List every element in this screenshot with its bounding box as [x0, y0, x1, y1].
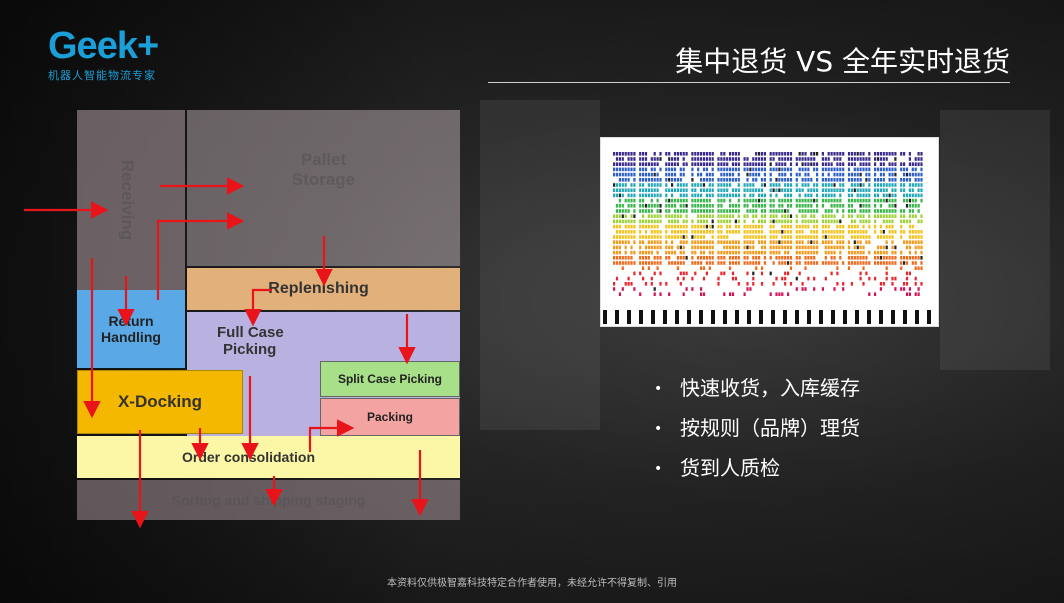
replenishing-label: Replenishing — [268, 280, 369, 297]
split-case-label: Split Case Picking — [337, 372, 443, 386]
background-rack — [480, 100, 600, 430]
bullet-text: 按规则（品牌）理货 — [680, 416, 860, 440]
logo-wordmark: Geek+ — [48, 25, 159, 67]
full-case-label-line2: Picking — [223, 341, 277, 358]
pallet-storage-label-line2: Storage — [291, 170, 356, 189]
bullet-dot-icon: • — [654, 461, 663, 477]
bullet-text: 货到人质检 — [680, 456, 780, 480]
x-docking-area: X-Docking — [77, 370, 243, 434]
bullet-item: • 按规则（品牌）理货 — [654, 414, 860, 454]
packing-label: Packing — [366, 410, 414, 424]
bullet-text: 快速收货，入库缓存 — [680, 376, 860, 400]
arrow-returns-to-storage — [156, 212, 245, 300]
footer-disclaimer: 本资料仅供极智嘉科技特定合作者使用，未经允许不得复制、引用 — [387, 578, 677, 589]
bullet-dot-icon: • — [654, 381, 663, 397]
warehouse-flow-diagram: Receiving Pallet Storage Return Handling… — [0, 0, 470, 540]
split-case-picking-area: Split Case Picking — [320, 361, 460, 397]
background-rack — [940, 110, 1050, 370]
bullet-list: • 快速收货，入库缓存 • 按规则（品牌）理货 • 货到人质检 — [654, 374, 860, 494]
arrow-replenishing-to-fullcase — [244, 288, 272, 327]
bullet-dot-icon: • — [654, 421, 663, 437]
full-case-label-line1: Full Case — [217, 324, 284, 341]
logo-subtitle: 机器人智能物流专家 — [48, 69, 156, 82]
return-handling-label-line2: Handling — [101, 329, 161, 345]
x-docking-label: X-Docking — [117, 392, 203, 411]
bullet-item: • 快速收货，入库缓存 — [654, 374, 860, 414]
slide-title: 集中退货 VS 全年实时退货 — [675, 45, 1010, 78]
company-logo: Geek+ 机器人智能物流专家 — [48, 25, 159, 83]
pallet-storage-label-line1: Pallet — [300, 150, 347, 169]
title-divider — [488, 82, 1010, 83]
flow-arrows — [24, 177, 429, 529]
arrow-consolidation-to-packing — [308, 419, 355, 452]
bullet-item: • 货到人质检 — [654, 454, 860, 494]
heatmap-grid — [603, 152, 931, 324]
receiving-area: Receiving — [77, 110, 185, 290]
storage-heatmap-image — [600, 137, 939, 327]
